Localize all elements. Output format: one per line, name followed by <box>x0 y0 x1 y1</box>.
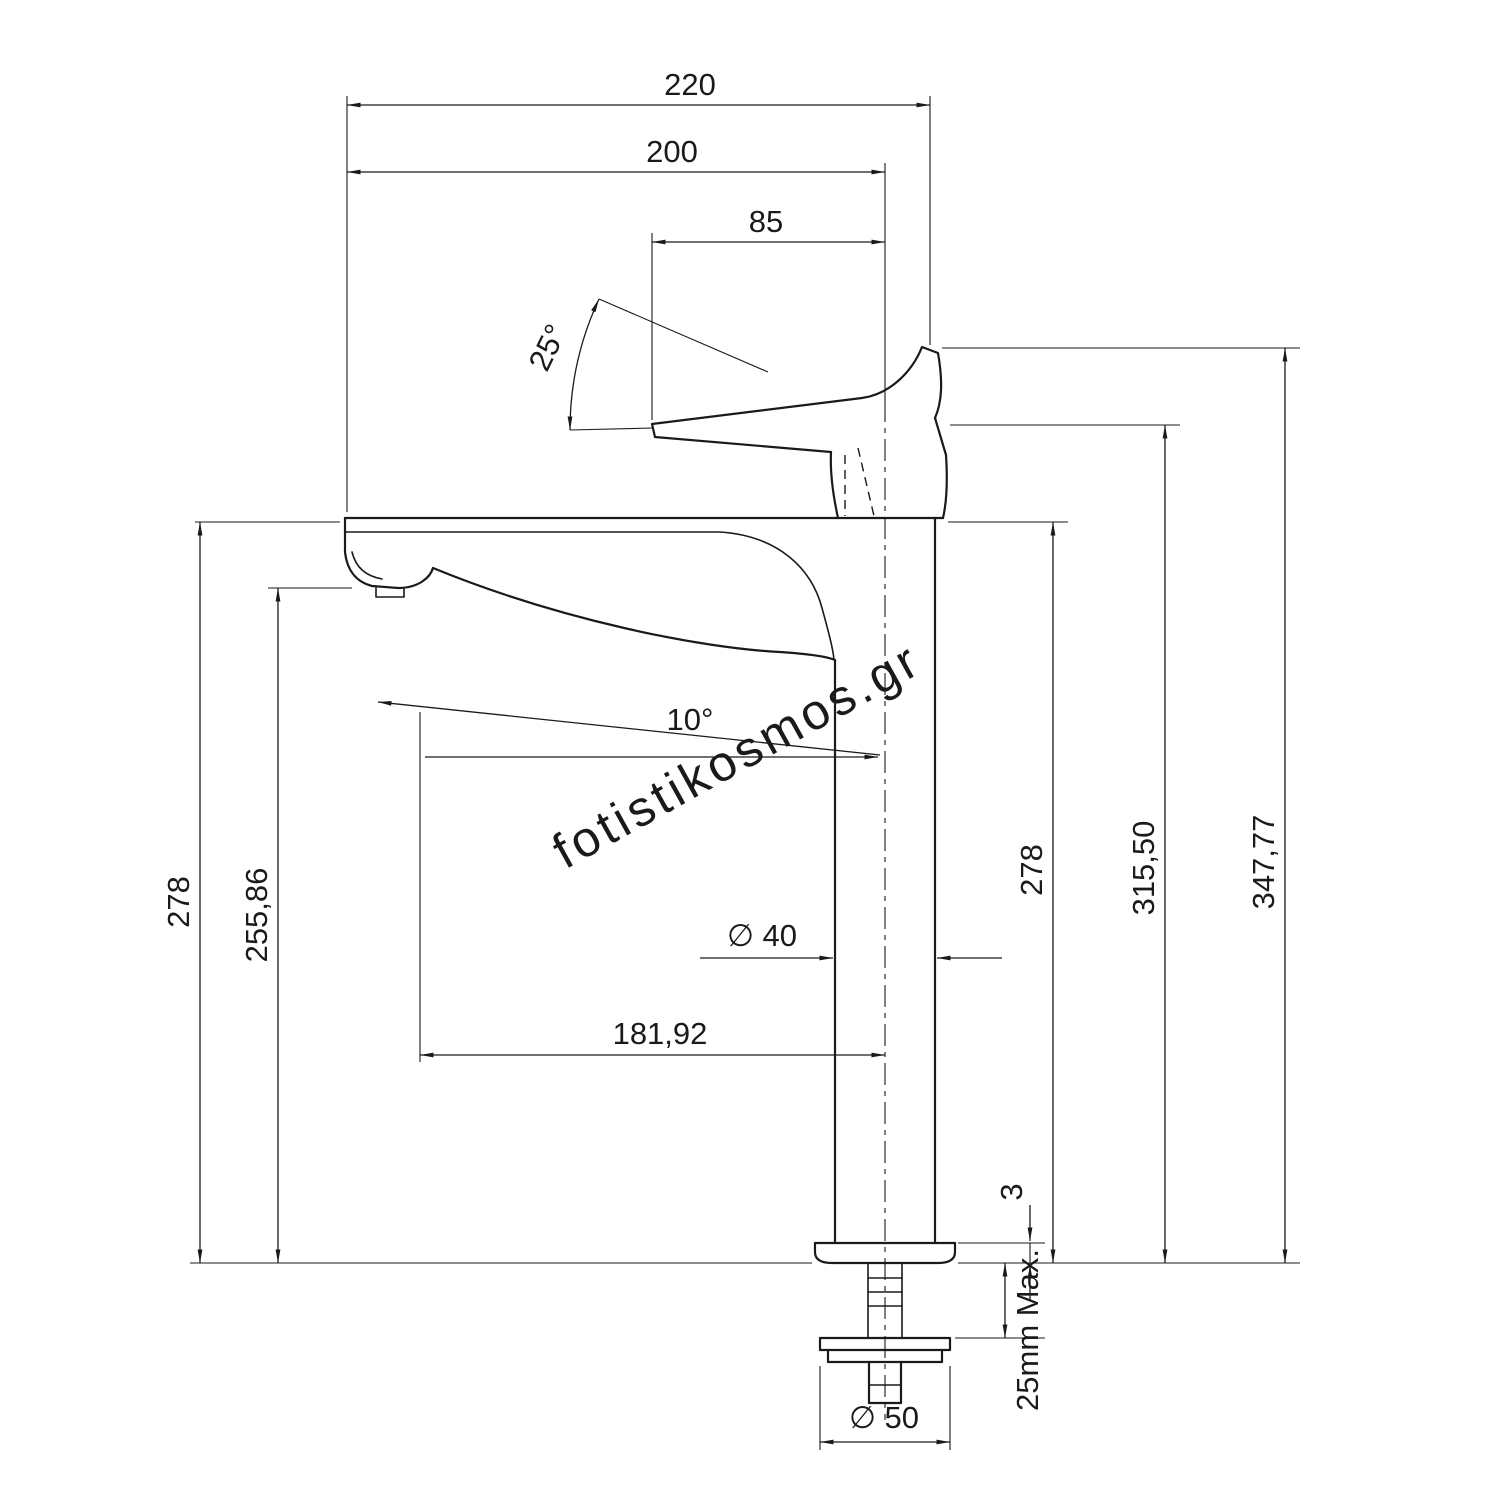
dim-spout-height: 255,86 <box>239 588 281 1263</box>
dim-max-mounting: 25mm Max. <box>1002 1249 1045 1411</box>
dim-base-plate-thickness-label: 3 <box>994 1183 1029 1200</box>
dim-spout-angle: 10° <box>377 701 881 760</box>
dim-height-overall: 347,77 <box>1246 348 1288 1263</box>
dim-spout-reach: 181,92 <box>420 1016 885 1058</box>
faucet-outline <box>343 345 957 1405</box>
dim-spout-height-label: 255,86 <box>239 868 274 963</box>
dim-max-mounting-label: 25mm Max. <box>1010 1249 1045 1411</box>
dim-overall-width: 220 <box>347 67 930 108</box>
dim-height-overall-label: 347,77 <box>1246 815 1281 910</box>
dim-body-diameter-label: ∅ 40 <box>727 918 797 953</box>
dim-height-left-label: 278 <box>161 876 196 928</box>
dim-handle-length: 85 <box>652 204 885 245</box>
dim-spout-reach-label: 181,92 <box>613 1016 708 1051</box>
dim-base-plate-thickness: 3 <box>994 1183 1033 1300</box>
dim-height-right: 278 <box>1014 522 1056 1263</box>
dim-height-right-label: 278 <box>1014 844 1049 896</box>
dim-base-diameter: ∅ 50 <box>820 1400 950 1445</box>
dim-width-to-center-label: 200 <box>646 134 698 169</box>
dim-height-underside-handle: 315,50 <box>1126 425 1168 1263</box>
watermark: fotistikosmos.gr <box>543 631 930 879</box>
dim-handle-angle: 25° <box>522 298 769 431</box>
dim-height-left: 278 <box>161 522 203 1263</box>
dim-handle-length-label: 85 <box>749 204 783 239</box>
dim-base-diameter-label: ∅ 50 <box>849 1400 919 1435</box>
dim-overall-width-label: 220 <box>664 67 716 102</box>
dim-body-diameter: ∅ 40 <box>700 918 1002 961</box>
dim-handle-angle-label: 25° <box>522 319 574 376</box>
dim-spout-angle-label: 10° <box>667 702 714 737</box>
dim-height-underside-handle-label: 315,50 <box>1126 821 1161 916</box>
extension-lines <box>190 96 1300 1450</box>
dim-width-to-center: 200 <box>347 134 885 175</box>
